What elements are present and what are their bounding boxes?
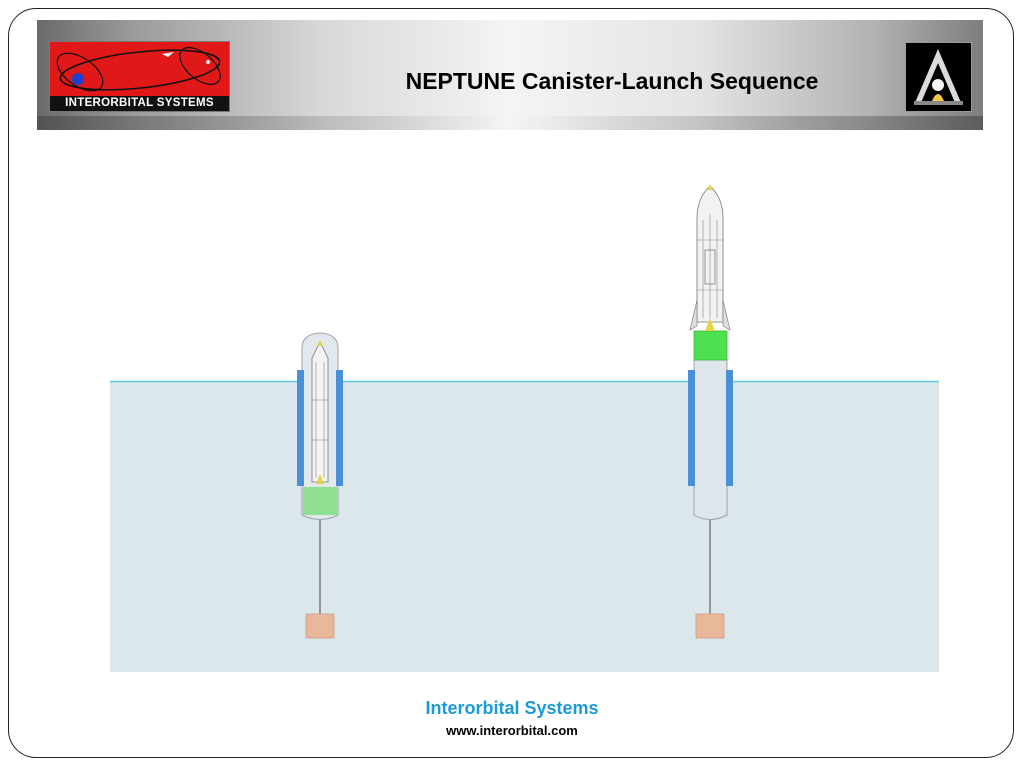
float-collar <box>303 487 337 515</box>
footer-company: Interorbital Systems <box>425 698 599 718</box>
water-body <box>110 381 939 672</box>
header-banner: INTERORBITAL SYSTEMS NEPTUNE Canister-La… <box>37 20 983 130</box>
company-logo: INTERORBITAL SYSTEMS <box>49 41 230 112</box>
anchor-weight <box>305 613 335 639</box>
canister-body <box>693 359 728 520</box>
float-collar <box>693 330 728 361</box>
rocket-inside <box>311 341 329 483</box>
logo-text: INTERORBITAL SYSTEMS <box>50 96 229 111</box>
footer-url[interactable]: www.interorbital.com <box>446 723 578 738</box>
canister-stage-1 <box>297 332 343 639</box>
page-title: NEPTUNE Canister-Launch Sequence <box>405 68 819 94</box>
anchor-weight <box>695 613 725 639</box>
orbit-logo-icon <box>56 47 221 92</box>
rocket-emblem-icon <box>914 49 963 105</box>
sleeve-right <box>726 370 733 486</box>
sleeve-right <box>336 370 343 486</box>
rocket-emblem <box>905 42 972 112</box>
sleeve-left <box>297 370 304 486</box>
sleeve-left <box>688 370 695 486</box>
canister-stage-2 <box>688 184 733 639</box>
